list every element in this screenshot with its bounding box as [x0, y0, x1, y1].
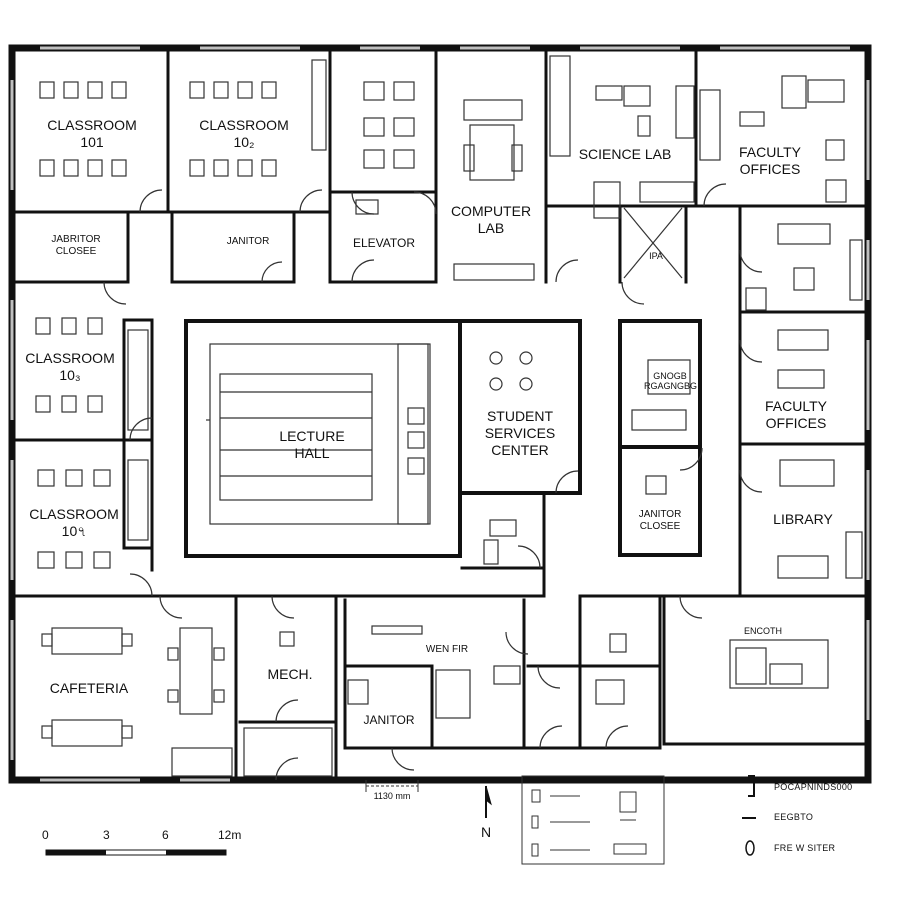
legend-symbols: [742, 775, 756, 856]
dimension-line: [365, 780, 419, 792]
room-label-elevator: ELEVATOR: [352, 236, 416, 250]
legend-item-1: POCAPNINDS000: [774, 782, 853, 792]
scale-tick-3: 3: [103, 828, 110, 842]
legend-box: [521, 775, 665, 865]
room-label-wen-fir: WEN FIR: [425, 644, 469, 655]
room-label-janitor-top: JANITOR: [226, 236, 270, 247]
scale-tick-12m: 12m: [218, 828, 242, 842]
scale-tick-6: 6: [162, 828, 169, 842]
north-arrow-icon: [485, 785, 492, 818]
door-swings: [103, 183, 763, 781]
room-label-janitor-bottom: JANITOR: [363, 713, 415, 727]
legend-item-3: FRE W SITER: [774, 843, 836, 853]
room-label-cafeteria: CAFETERIA: [49, 680, 129, 696]
room-label-library: LIBRARY: [773, 511, 833, 527]
room-label-mech: MECH.: [267, 666, 313, 682]
walls: [8, 44, 872, 784]
dimension-label: 1130 mm: [373, 791, 411, 801]
room-label-encoth: ENCOTH: [744, 626, 782, 636]
windows: [10, 46, 870, 782]
scale-tick-0: 0: [42, 828, 49, 842]
janitor-closet-right-wall: [618, 445, 702, 557]
furniture: [35, 55, 863, 777]
scale-bar: [45, 849, 227, 856]
room-label-science-lab: SCIENCE LAB: [578, 146, 672, 162]
student-services-wall: [458, 319, 582, 495]
legend-item-2: EEGBTO: [774, 812, 814, 822]
room-label-ipa: IPA: [649, 251, 663, 261]
north-label: N: [480, 824, 492, 840]
